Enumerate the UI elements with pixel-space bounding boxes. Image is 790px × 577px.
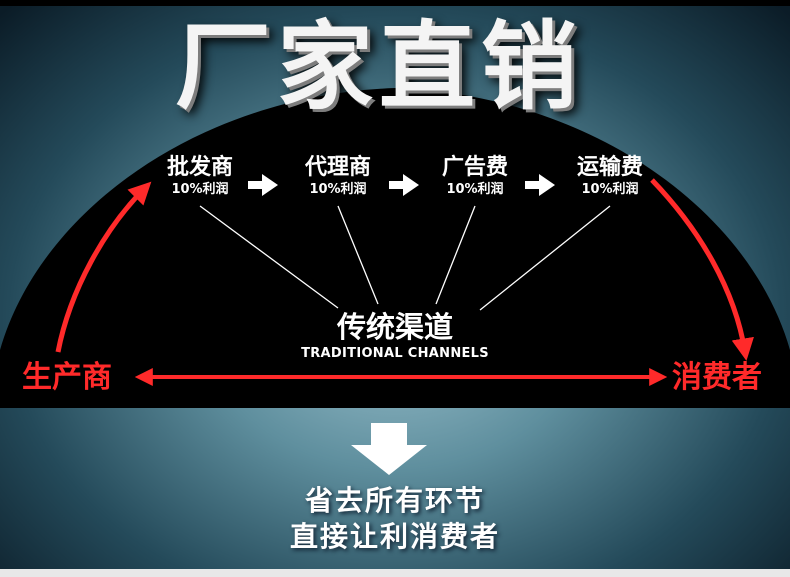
step-name: 批发商	[166, 155, 233, 180]
connector-line-transport	[479, 205, 611, 311]
step-profit: 10%利润	[446, 182, 504, 197]
center-title: 传统渠道	[336, 310, 453, 344]
connector-line-agent	[337, 205, 379, 305]
transport-to-consumer-arrow	[650, 178, 754, 361]
center-subtitle: TRADITIONAL CHANNELS	[301, 346, 489, 361]
step-profit: 10%利润	[309, 182, 367, 197]
traditional-channels-label: 传统渠道 TRADITIONAL CHANNELS	[295, 309, 495, 363]
step-arrow-2	[389, 174, 419, 196]
connector-line-wholesaler	[199, 205, 339, 309]
connector-line-advertising	[435, 205, 476, 305]
step-wholesaler: 批发商 10%利润	[145, 155, 255, 199]
top-border	[0, 0, 790, 6]
step-arrow-3	[525, 174, 555, 196]
down-arrow	[351, 423, 427, 475]
producer-to-wholesaler-arrow	[55, 181, 152, 353]
dome-shape	[0, 88, 790, 408]
summary-line-1: 省去所有环节	[304, 484, 485, 517]
producer-label: 生产商	[22, 360, 112, 395]
step-name: 广告费	[441, 155, 508, 180]
step-transport: 运输费 10%利润	[555, 155, 665, 199]
step-arrow-1	[248, 174, 278, 196]
step-advertising: 广告费 10%利润	[420, 155, 530, 199]
page-title: 厂家直销	[175, 10, 583, 123]
consumer-label: 消费者	[672, 360, 762, 395]
step-agent: 代理商 10%利润	[283, 155, 393, 199]
step-name: 代理商	[304, 155, 371, 180]
summary-line-2: 直接让利消费者	[289, 520, 500, 553]
step-profit: 10%利润	[171, 182, 229, 197]
bottom-border	[0, 569, 790, 577]
step-profit: 10%利润	[581, 182, 639, 197]
step-name: 运输费	[576, 155, 643, 180]
